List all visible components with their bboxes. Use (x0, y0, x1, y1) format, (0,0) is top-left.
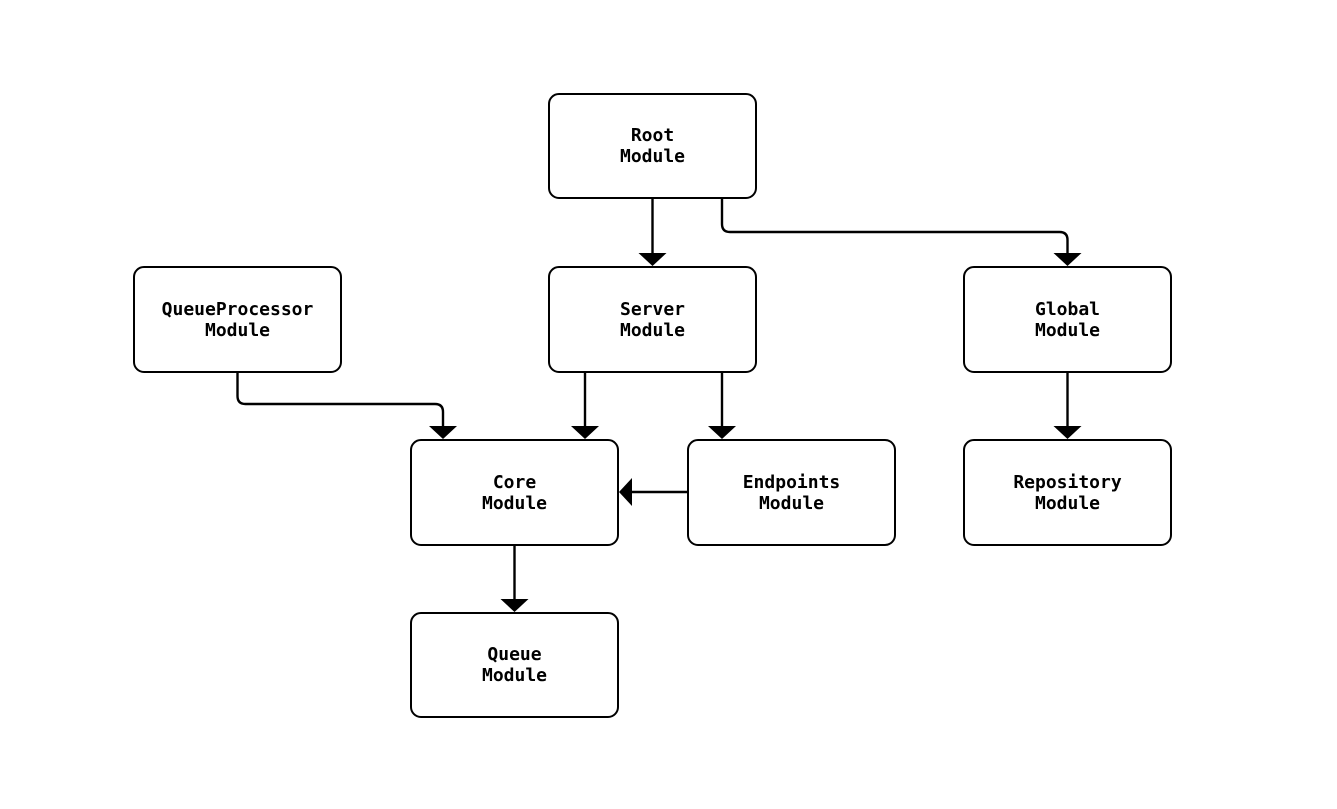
edge-core-to-queue (500, 545, 529, 612)
arrowhead-icon (638, 253, 667, 266)
arrowhead-icon (619, 478, 632, 506)
arrowhead-icon (429, 426, 457, 439)
node-global-module: Global Module (963, 266, 1172, 373)
node-label: QueueProcessor Module (161, 298, 314, 341)
node-core-module: Core Module (410, 439, 619, 546)
node-queue-module: Queue Module (410, 612, 619, 718)
node-endpoints-module: Endpoints Module (687, 439, 896, 546)
edge-server-to-core (571, 373, 599, 439)
node-root-module: Root Module (548, 93, 757, 199)
node-label: Endpoints Module (742, 471, 841, 514)
edge-root-to-global (720, 199, 1082, 266)
node-label: Core Module (481, 471, 548, 514)
arrowhead-icon (500, 599, 529, 612)
edge-endpoints-to-core (619, 478, 687, 506)
node-repository-module: Repository Module (963, 439, 1172, 546)
arrowhead-icon (708, 426, 736, 439)
node-label: Queue Module (481, 644, 548, 686)
node-label: Global Module (1034, 298, 1101, 341)
node-label: Root Module (619, 125, 686, 167)
edge-root-to-server (638, 199, 667, 266)
arrowhead-icon (571, 426, 599, 439)
arrowhead-icon (1053, 253, 1082, 266)
edge-server-to-endpoints (708, 373, 736, 439)
edge-queueprocessor-to-core (236, 373, 457, 439)
node-label: Server Module (619, 298, 686, 341)
edge-line (720, 199, 1069, 253)
arrowhead-icon (1053, 426, 1082, 439)
node-queueprocessor-module: QueueProcessor Module (133, 266, 342, 373)
node-label: Repository Module (1013, 471, 1122, 514)
node-server-module: Server Module (548, 266, 757, 373)
edge-line (236, 373, 445, 426)
edge-global-to-repository (1053, 373, 1082, 439)
